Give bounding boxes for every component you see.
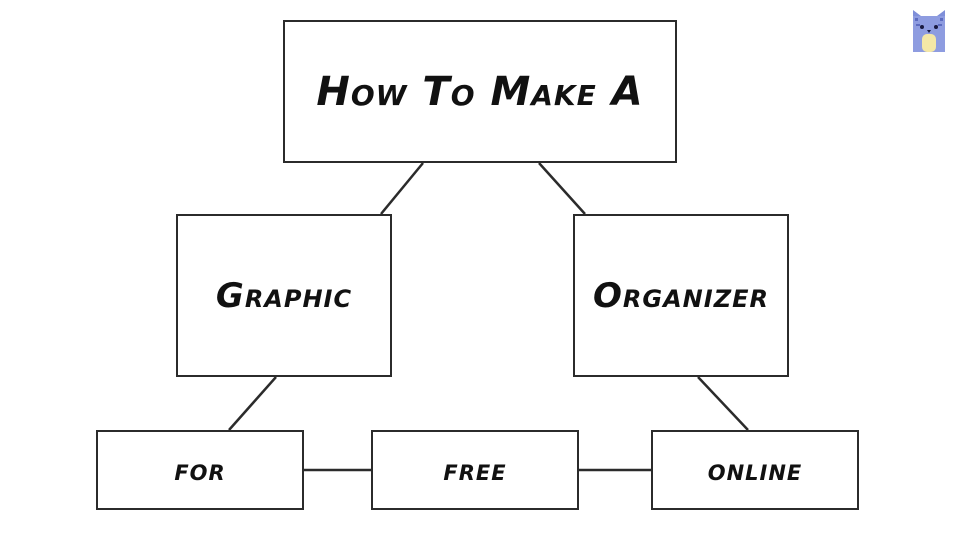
online-node-label: online: [707, 452, 803, 488]
connector-title-to-left: [380, 162, 424, 215]
title-node-label: How to Make a: [316, 68, 644, 115]
graphic-node-label: Graphic: [215, 275, 353, 316]
organizer-node-label: Organizer: [593, 275, 769, 316]
for-node-label: for: [174, 452, 226, 488]
title-node: How to Make a: [283, 20, 677, 163]
for-node: for: [96, 430, 304, 510]
connector-right-to-online: [697, 376, 749, 431]
cat-logo-icon: [913, 10, 945, 52]
free-node-label: free: [443, 452, 507, 488]
organizer-node: Organizer: [573, 214, 789, 377]
graphic-node: Graphic: [176, 214, 392, 377]
connector-left-to-for: [228, 376, 277, 431]
free-node: free: [371, 430, 579, 510]
online-node: online: [651, 430, 859, 510]
connector-title-to-right: [538, 162, 586, 215]
